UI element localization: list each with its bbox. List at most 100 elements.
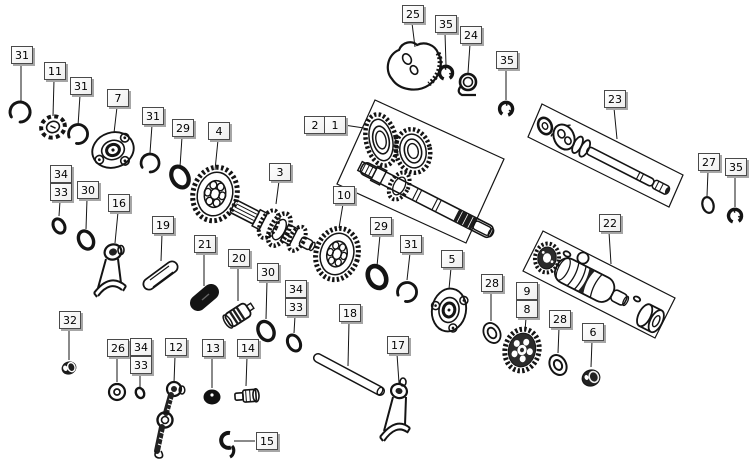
- callout-23[interactable]: 23: [604, 90, 626, 108]
- callout-22[interactable]: 22: [599, 214, 621, 232]
- shift-fork-17: [379, 377, 411, 442]
- driven-gear-8: [502, 326, 542, 374]
- circlip-31-c: [135, 148, 165, 178]
- washer-28-b: [548, 353, 568, 377]
- callout-1[interactable]: 1: [324, 116, 346, 134]
- callout-3[interactable]: 3: [269, 163, 291, 181]
- mainshaft-loose-gear-a: [363, 112, 399, 168]
- callout-33[interactable]: 33: [130, 356, 152, 374]
- callout-17[interactable]: 17: [387, 336, 409, 354]
- callout-15[interactable]: 15: [256, 432, 278, 450]
- callout-29[interactable]: 29: [370, 217, 392, 235]
- shiftdrum-gear: [532, 241, 562, 275]
- o-ring-33-c: [134, 386, 146, 400]
- e-clip-35-a: [436, 63, 456, 82]
- bushing-ring-30-b: [256, 319, 276, 343]
- kick-spindle-12: [154, 380, 186, 459]
- callout-34[interactable]: 34: [285, 280, 307, 298]
- callout-30[interactable]: 30: [257, 263, 279, 281]
- callout-29[interactable]: 29: [172, 119, 194, 137]
- kickshaft-washer: [536, 116, 554, 136]
- callout-33[interactable]: 33: [285, 298, 307, 316]
- roller-21: [190, 284, 219, 311]
- callout-13[interactable]: 13: [202, 339, 224, 357]
- knob-13: [203, 389, 221, 405]
- kick-ratchet-25: [386, 41, 443, 91]
- callout-31[interactable]: 31: [142, 107, 164, 125]
- mainshaft-assembly-box: [336, 99, 505, 244]
- callout-26[interactable]: 26: [107, 339, 129, 357]
- shiftdrum-pin-a: [562, 250, 572, 258]
- callout-20[interactable]: 20: [228, 249, 250, 267]
- callout-34[interactable]: 34: [130, 338, 152, 356]
- mainshaft-loose-gear-b: [393, 126, 433, 176]
- spring-clip-15: [219, 430, 236, 459]
- gear-10: [313, 225, 361, 283]
- callout-28[interactable]: 28: [549, 310, 571, 328]
- shiftdrum-pin-b: [632, 295, 642, 303]
- assembly-boxes: [336, 99, 684, 339]
- circlip-31-b: [62, 119, 93, 150]
- callout-11[interactable]: 11: [44, 62, 66, 80]
- callout-25[interactable]: 25: [402, 5, 424, 23]
- callout-31[interactable]: 31: [70, 77, 92, 95]
- callout-9[interactable]: 9: [516, 282, 538, 300]
- callout-6[interactable]: 6: [582, 323, 604, 341]
- callout-27[interactable]: 27: [698, 153, 720, 171]
- callout-32[interactable]: 32: [59, 311, 81, 329]
- nut-32: [61, 361, 77, 375]
- washer-28-a: [482, 322, 502, 344]
- bushing-ring-30-a: [76, 229, 96, 251]
- callout-18[interactable]: 18: [339, 304, 361, 322]
- bushing-6: [581, 369, 601, 387]
- callout-10[interactable]: 10: [333, 186, 355, 204]
- shift-fork-16: [93, 243, 127, 298]
- callout-8[interactable]: 8: [516, 300, 538, 318]
- fork-roller-19: [142, 260, 179, 291]
- roller-pin-20: [222, 302, 255, 329]
- cam-plate-7: [91, 131, 135, 169]
- spacer-ring-29-b: [365, 263, 389, 291]
- callout-28[interactable]: 28: [481, 274, 503, 292]
- cam-plate-5: [430, 287, 469, 333]
- bolt-14: [234, 388, 260, 403]
- shiftdrum-assembly-box: [522, 230, 676, 339]
- circlip-31-a: [3, 96, 36, 129]
- shift-drum-22: [553, 257, 630, 307]
- callout-30[interactable]: 30: [77, 181, 99, 199]
- callout-24[interactable]: 24: [460, 26, 482, 44]
- callout-35[interactable]: 35: [725, 158, 747, 176]
- e-clip-35-c: [725, 206, 745, 225]
- callout-31[interactable]: 31: [400, 235, 422, 253]
- washer-26: [107, 382, 127, 402]
- callout-4[interactable]: 4: [208, 122, 230, 140]
- shiftdrum-bearing: [636, 303, 665, 334]
- callout-14[interactable]: 14: [237, 339, 259, 357]
- kick-shaft-23: [571, 135, 671, 195]
- callout-12[interactable]: 12: [165, 338, 187, 356]
- ratchet-spring-24: [457, 72, 478, 97]
- callout-2[interactable]: 2: [304, 116, 326, 134]
- leader-lines: [20, 22, 736, 442]
- callout-19[interactable]: 19: [152, 216, 174, 234]
- e-clip-35-b: [495, 98, 517, 120]
- callout-34[interactable]: 34: [50, 165, 72, 183]
- o-ring-27: [701, 196, 715, 214]
- callout-21[interactable]: 21: [194, 235, 216, 253]
- kickshaft-assembly-box: [527, 103, 684, 208]
- kick-idle-gear-4: [190, 164, 240, 224]
- callout-16[interactable]: 16: [108, 194, 130, 212]
- callout-7[interactable]: 7: [107, 89, 129, 107]
- circlip-31-d: [391, 277, 422, 308]
- kickshaft-ratchet: [550, 123, 576, 151]
- callout-35[interactable]: 35: [496, 51, 518, 69]
- callout-35[interactable]: 35: [435, 15, 457, 33]
- callout-31[interactable]: 31: [11, 46, 33, 64]
- callout-5[interactable]: 5: [441, 250, 463, 268]
- fork-shaft-18: [313, 353, 385, 396]
- o-ring-33-a: [51, 217, 67, 235]
- callout-33[interactable]: 33: [50, 183, 72, 201]
- o-ring-33-b: [285, 333, 303, 353]
